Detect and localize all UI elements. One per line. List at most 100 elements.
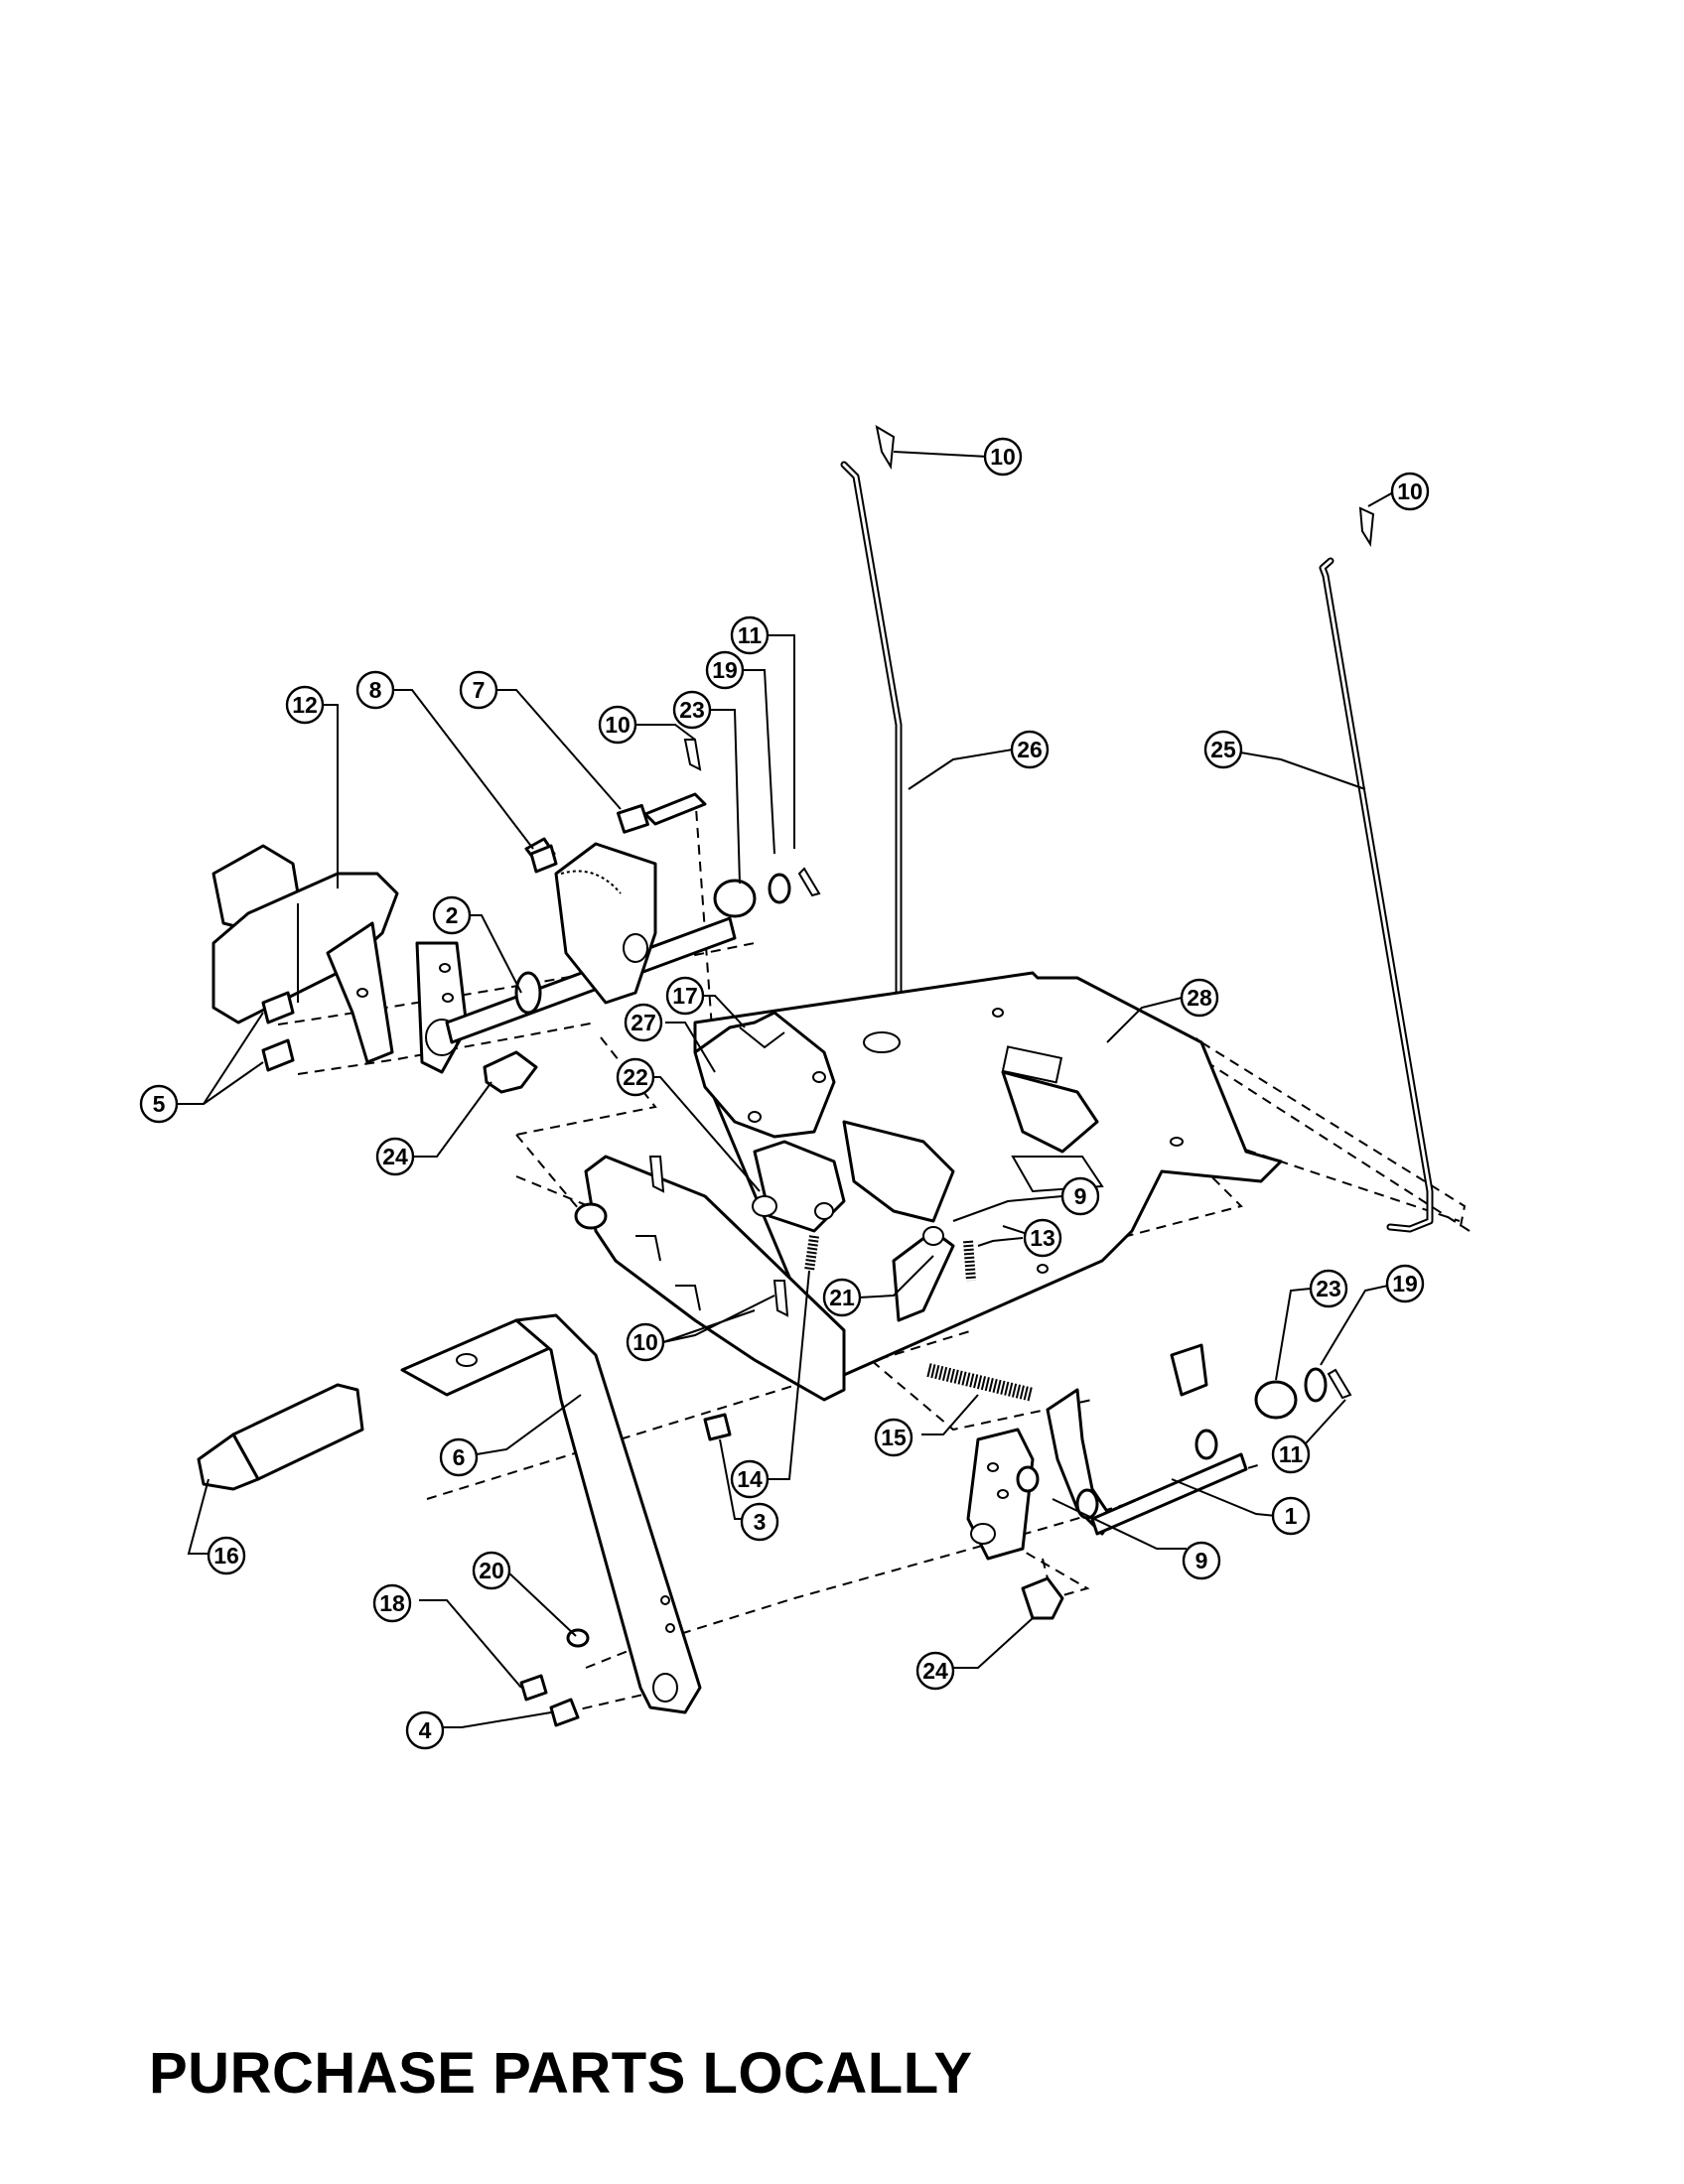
- nut-8: [529, 844, 558, 874]
- callout-label: 23: [679, 697, 705, 723]
- callout-16: 16: [207, 1536, 246, 1575]
- callout-label: 11: [1279, 1441, 1304, 1467]
- callout-3: 3: [740, 1502, 779, 1542]
- callout-5: 5: [139, 1084, 179, 1124]
- callout-10: 10: [598, 705, 637, 745]
- callout-label: 11: [738, 622, 763, 648]
- callout-label: 8: [369, 677, 382, 703]
- bolt-18: [519, 1674, 548, 1702]
- callout-label: 17: [672, 983, 698, 1009]
- callout-label: 19: [1392, 1271, 1418, 1297]
- callout-label: 12: [292, 692, 318, 718]
- bolt-5a: [261, 991, 295, 1024]
- clip-24-bottom: [1021, 1576, 1064, 1620]
- callouts: 10 10 11 19 23 10 7 8 12 26 25 2 5 28 17…: [139, 437, 1430, 1750]
- callout-label: 20: [479, 1558, 504, 1583]
- bolt-3: [703, 1413, 732, 1441]
- callout-label: 14: [737, 1466, 763, 1492]
- callout-12: 12: [285, 685, 325, 725]
- purchase-parts-note: PURCHASE PARTS LOCALLY: [149, 2041, 973, 2106]
- callout-label: 22: [623, 1064, 648, 1090]
- callout-10: 10: [1390, 472, 1430, 511]
- callout-23: 23: [672, 690, 712, 730]
- bolts: [261, 844, 732, 1727]
- callout-label: 3: [754, 1509, 767, 1535]
- callout-label: 15: [881, 1425, 907, 1450]
- bracket-22: [752, 1120, 955, 1233]
- callout-label: 24: [382, 1144, 408, 1169]
- callout-25: 25: [1203, 730, 1243, 769]
- bracket-9: [966, 1428, 1040, 1561]
- callout-19: 19: [1385, 1264, 1425, 1303]
- callout-11: 11: [1271, 1434, 1311, 1474]
- callout-8: 8: [355, 670, 395, 710]
- callout-15: 15: [874, 1418, 913, 1457]
- nut-washer-right: [1254, 1367, 1352, 1420]
- callout-2: 2: [432, 895, 472, 935]
- callout-6: 6: [439, 1437, 479, 1477]
- callout-label: 27: [631, 1010, 656, 1035]
- callout-7: 7: [459, 670, 498, 710]
- callout-label: 6: [453, 1444, 466, 1470]
- spring-15: [926, 1363, 1035, 1402]
- clip-24-top: [483, 1050, 538, 1094]
- callout-label: 1: [1285, 1503, 1298, 1529]
- bracket-21: [892, 1226, 955, 1322]
- callout-label: 9: [1074, 1183, 1087, 1209]
- clips-10: [648, 739, 789, 1317]
- bracket-27: [693, 1011, 836, 1139]
- callout-22: 22: [616, 1057, 655, 1097]
- callout-label: 4: [419, 1717, 432, 1743]
- callout-20: 20: [472, 1551, 511, 1590]
- callout-13: 13: [1023, 1218, 1062, 1258]
- callout-23: 23: [1309, 1269, 1348, 1308]
- callout-label: 9: [1195, 1548, 1208, 1573]
- callout-11: 11: [730, 615, 770, 655]
- callout-label: 7: [473, 677, 486, 703]
- nut-washer-top: [713, 867, 821, 918]
- callout-label: 16: [213, 1543, 239, 1569]
- callout-10: 10: [626, 1322, 665, 1362]
- pedal-12: [211, 844, 399, 1064]
- callout-label: 21: [829, 1285, 855, 1310]
- callout-19: 19: [705, 650, 745, 690]
- link-plate-2: [415, 941, 469, 1074]
- grip-16: [197, 1383, 364, 1491]
- rod-26: [840, 425, 903, 1052]
- callout-27: 27: [624, 1003, 663, 1042]
- bolt-4: [549, 1698, 580, 1727]
- callout-9: 9: [1182, 1541, 1221, 1580]
- callout-26: 26: [1010, 730, 1050, 769]
- callout-label: 23: [1316, 1276, 1341, 1301]
- callout-label: 10: [605, 712, 631, 738]
- spring-14: [804, 1235, 819, 1272]
- callout-label: 13: [1030, 1225, 1055, 1251]
- callout-21: 21: [822, 1278, 862, 1317]
- callout-18: 18: [372, 1583, 412, 1623]
- quadrant-gear-7: [524, 792, 707, 1005]
- callout-label: 10: [1397, 478, 1423, 504]
- callout-label: 5: [153, 1091, 166, 1117]
- callout-label: 25: [1210, 737, 1236, 762]
- callout-14: 14: [730, 1459, 770, 1499]
- callout-label: 28: [1187, 985, 1212, 1011]
- callout-24: 24: [915, 1651, 955, 1691]
- callout-label: 26: [1017, 737, 1043, 762]
- callout-1: 1: [1271, 1496, 1311, 1536]
- callout-label: 19: [712, 657, 738, 683]
- spring-13: [963, 1240, 976, 1282]
- callout-label: 10: [632, 1329, 658, 1355]
- callout-4: 4: [405, 1710, 445, 1750]
- frame-left: [574, 1155, 846, 1402]
- callout-9: 9: [1060, 1176, 1100, 1216]
- bolt-5b: [261, 1038, 295, 1072]
- callout-label: 18: [379, 1590, 405, 1616]
- callout-label: 2: [446, 902, 459, 928]
- lever-shaft-1: [1046, 1343, 1248, 1536]
- callout-28: 28: [1180, 978, 1219, 1018]
- rod-25: [1319, 506, 1434, 1233]
- pedal-arm-6: [400, 1313, 702, 1714]
- callout-label: 24: [922, 1658, 948, 1684]
